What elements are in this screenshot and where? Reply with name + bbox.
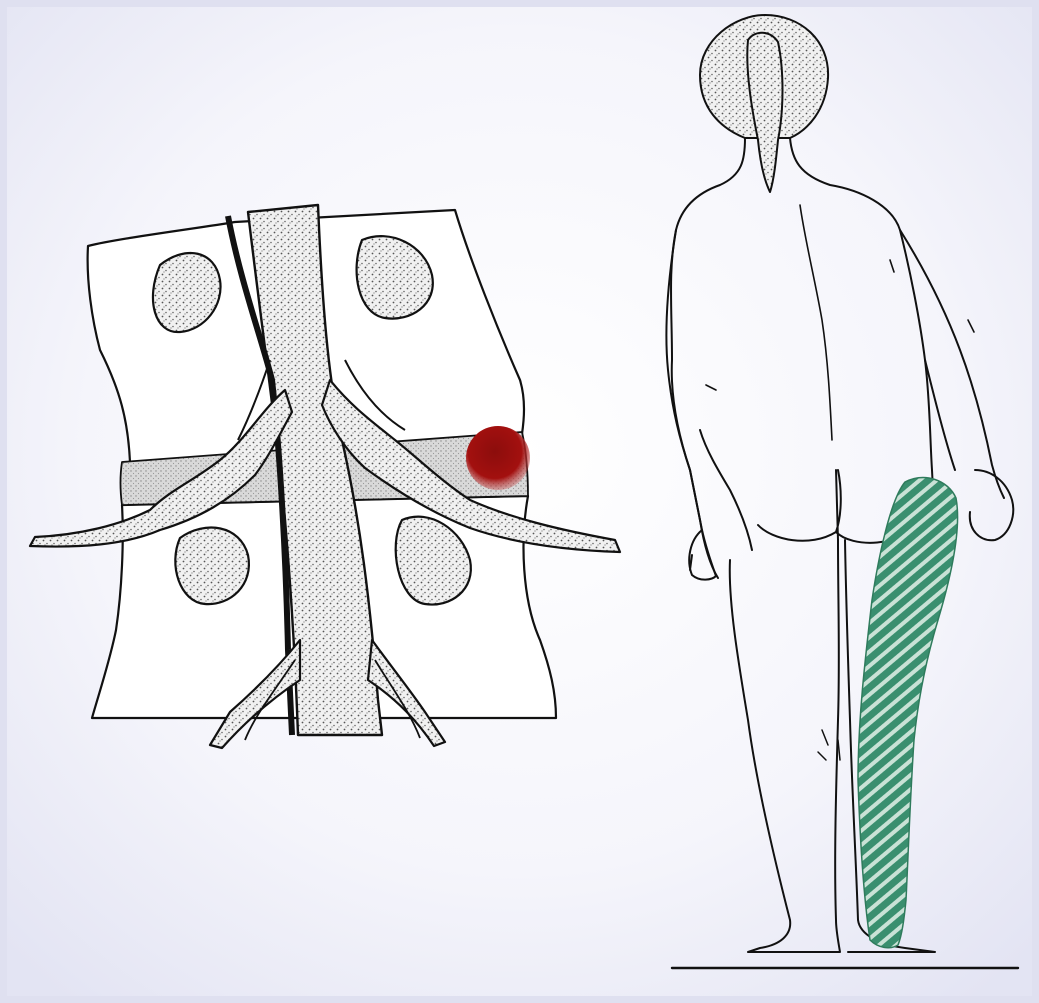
pedicle-lower-left xyxy=(175,528,249,605)
herniated-disc-marker xyxy=(466,426,530,490)
